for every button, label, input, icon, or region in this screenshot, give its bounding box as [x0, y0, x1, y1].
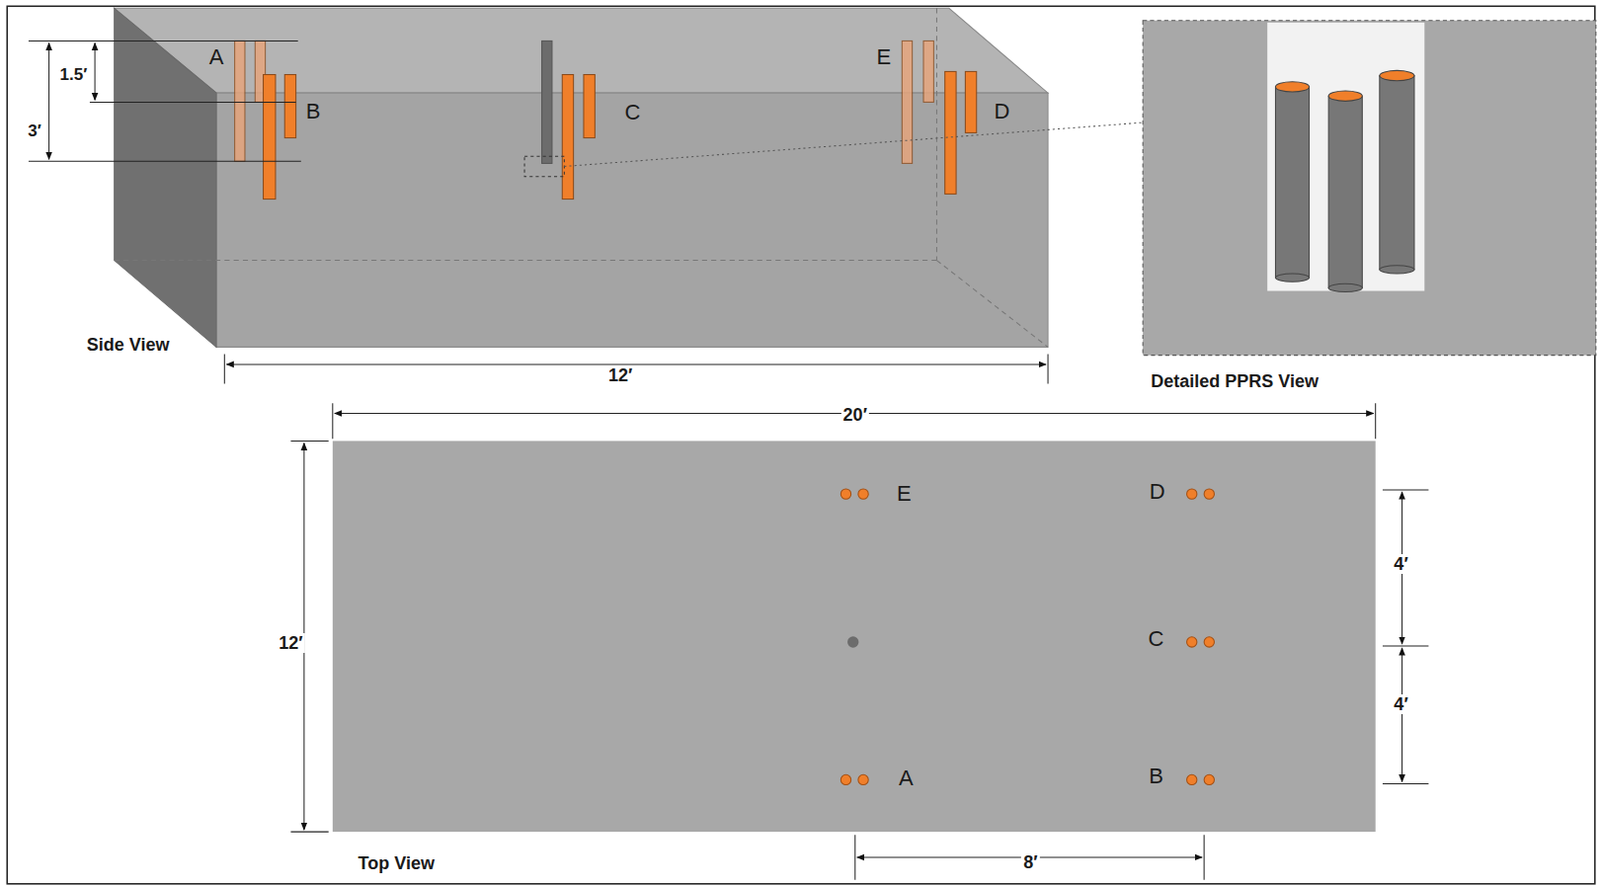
center-dot	[847, 636, 859, 647]
dimension-label: 20′	[841, 404, 870, 425]
probe-letter: E	[874, 45, 893, 70]
dimension-label: 8′	[1021, 852, 1040, 873]
frame	[6, 5, 1596, 884]
probe-letter: B	[304, 99, 323, 124]
dimension-label: 4′	[1391, 694, 1410, 715]
view-title: Top View	[356, 853, 437, 874]
detail-leader	[563, 122, 1143, 166]
probe-dots	[840, 488, 1214, 786]
probe-letter: B	[1146, 764, 1166, 789]
probe-letter: D	[1147, 480, 1168, 504]
probe-letter: A	[207, 45, 227, 70]
soil-block	[114, 7, 1048, 347]
plan-dimensions	[290, 402, 1429, 880]
top-view-plan	[332, 440, 1376, 832]
pprs-detail-inset	[1142, 20, 1597, 356]
probe-rods	[235, 40, 977, 199]
probe-letter: A	[896, 766, 916, 791]
probe-letter: D	[992, 99, 1013, 124]
length-dimension	[224, 354, 1048, 385]
dimension-label: 3′	[25, 121, 44, 141]
dimension-label: 12′	[276, 633, 305, 653]
view-title: Detailed PPRS View	[1148, 371, 1321, 392]
probe-letter: C	[623, 100, 643, 125]
depth-dimensions	[28, 40, 302, 161]
detail-box	[524, 156, 564, 177]
dimension-label: 4′	[1391, 554, 1410, 574]
probe-letter: E	[894, 481, 914, 506]
dimension-label: 12′	[606, 365, 635, 386]
probe-letter: C	[1146, 627, 1167, 651]
dimension-label: 1.5′	[58, 65, 90, 84]
view-title: Side View	[84, 334, 172, 355]
